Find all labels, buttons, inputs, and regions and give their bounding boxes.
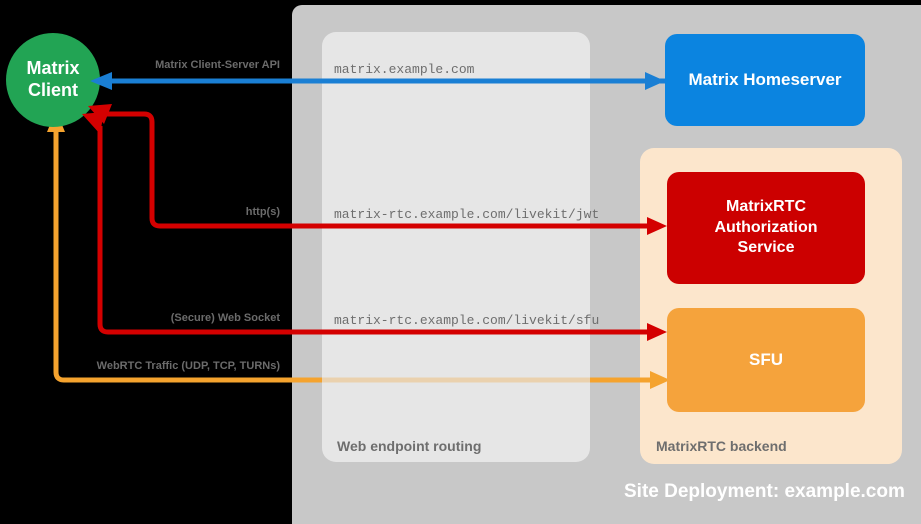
edge-label-secure-web-socket: (Secure) Web Socket: [170, 312, 280, 324]
group-label-web-endpoint-routing: Web endpoint routing: [337, 438, 482, 454]
edge-label-http-s: http(s): [245, 206, 280, 218]
edge-livekit-sfu-line: [97, 126, 660, 335]
edge-livekit-jwt-return: [107, 111, 155, 132]
edge-label-webrtc-traffic: WebRTC Traffic (UDP, TCP, TURNs): [96, 360, 280, 372]
edge-webrtc-arrowhead-sfu: [650, 371, 670, 389]
endpoint-label-matrix-example-com: matrix.example.com: [334, 62, 475, 77]
node-matrixrtc-authorization-service[interactable]: [667, 172, 865, 284]
edge-label-client-server-api: Matrix Client-Server API: [155, 59, 280, 71]
edge-webrtc-traffic-left: [53, 130, 322, 383]
edge-livekit-sfu-arrowhead-client: [82, 112, 104, 134]
edge-livekit-jwt-arrowhead-service: [647, 217, 667, 235]
node-sfu[interactable]: [667, 308, 865, 412]
node-matrix-client[interactable]: [6, 33, 100, 127]
endpoint-label-livekit-sfu: matrix-rtc.example.com/livekit/sfu: [334, 313, 600, 328]
edge-client-server-api-arrowhead: [90, 72, 112, 90]
edge-livekit-sfu-arrowhead-sfu: [647, 323, 667, 341]
site-deployment-title: Site Deployment: example.com: [624, 481, 905, 502]
endpoint-label-livekit-jwt: matrix-rtc.example.com/livekit/jwt: [334, 207, 600, 222]
edge-livekit-jwt-line: [149, 132, 660, 229]
node-matrix-homeserver[interactable]: [665, 34, 865, 126]
edge-client-server-api-arrowhead-homeserver: [645, 72, 665, 90]
web-endpoint-routing-box: [322, 32, 590, 462]
group-label-matrixrtc-backend: MatrixRTC backend: [656, 438, 787, 454]
